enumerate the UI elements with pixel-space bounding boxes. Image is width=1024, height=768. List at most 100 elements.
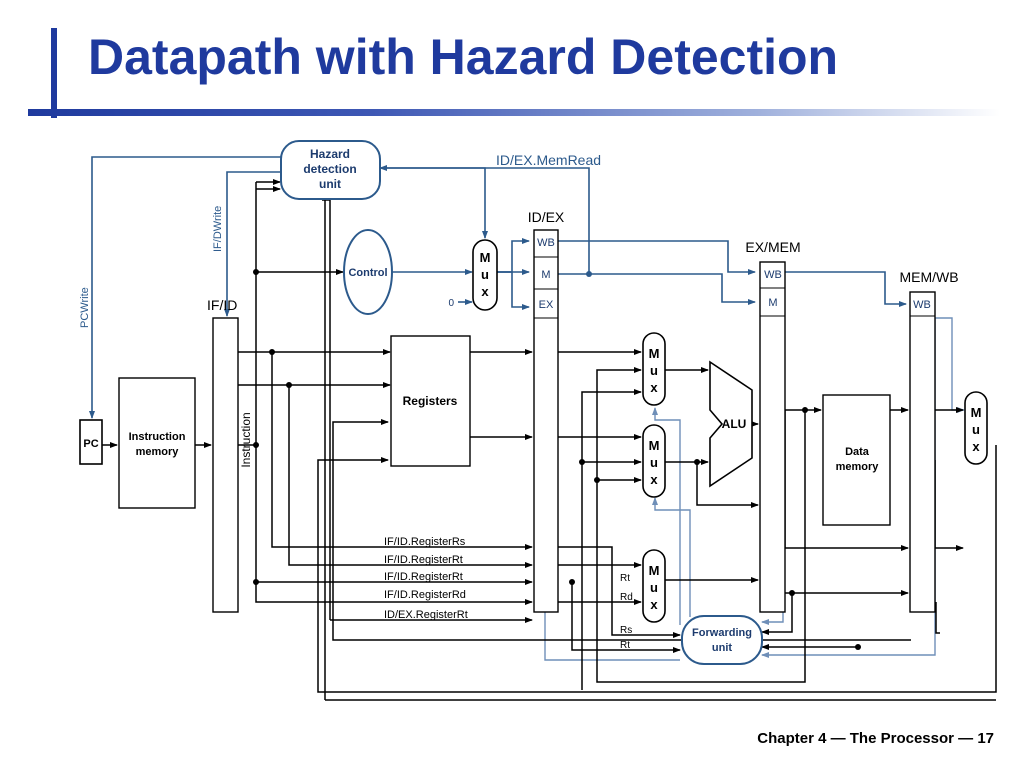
registers-label: Registers	[403, 394, 458, 408]
regdst-mux: M u x	[642, 549, 666, 623]
id-ex-wb: WB	[537, 237, 555, 249]
mux-to-wb-line	[497, 238, 530, 273]
field-label-rd: IF/ID.RegisterRd	[384, 589, 466, 601]
hazard-detection-unit: Hazard detection unit	[280, 140, 381, 200]
control-mux-m: M	[480, 250, 491, 265]
svg-text:x: x	[650, 380, 658, 395]
svg-text:x: x	[650, 597, 658, 612]
field-label-idex-rt: ID/EX.RegisterRt	[384, 609, 468, 621]
ex-mem-label: EX/MEM	[745, 239, 800, 255]
ex-mem-m: M	[768, 297, 777, 309]
fwd-from-exmem-a	[596, 367, 806, 683]
mem-wb-register: MEM/WB WB	[899, 269, 959, 613]
svg-text:x: x	[972, 439, 980, 454]
junction-dots	[253, 269, 861, 650]
svg-text:M: M	[649, 438, 660, 453]
control-unit: Control	[343, 229, 393, 315]
memread-label: ID/EX.MemRead	[496, 152, 601, 168]
fwd-label-1: Forwarding	[692, 627, 752, 639]
ifdwrite-label: IF/DWrite	[212, 206, 224, 252]
mux-input-rd: Rd	[620, 592, 633, 603]
mux-input-labels: Rt Rd Rs Rt	[620, 573, 633, 651]
pcwrite-label: PCWrite	[79, 287, 91, 328]
if-id-label: IF/ID	[207, 297, 237, 313]
field-label-rt: IF/ID.RegisterRt	[384, 554, 463, 566]
svg-text:u: u	[650, 580, 658, 595]
register-field-labels: IF/ID.RegisterRs IF/ID.RegisterRt IF/ID.…	[384, 536, 468, 621]
pc-label: PC	[83, 438, 98, 450]
title-underline	[28, 109, 1000, 116]
memwb-to-mux2	[934, 460, 964, 551]
feedback-lines	[544, 315, 965, 661]
fwd-input-rs: Rs	[620, 625, 632, 636]
writedata-line	[317, 445, 997, 693]
idex-wb-to-exmem	[558, 240, 756, 275]
data-lines	[102, 179, 997, 701]
hazard-unit-label-2: detection	[303, 162, 356, 176]
instruction-memory: Instruction memory	[118, 377, 196, 509]
memwb-to-mux-line	[935, 317, 965, 413]
id-ex-ex: EX	[539, 299, 554, 311]
alu-mux-b: M u x	[642, 424, 666, 498]
control-mux-x: x	[481, 284, 489, 299]
field-label-rt-2: IF/ID.RegisterRt	[384, 571, 463, 583]
slide-title: Datapath with Hazard Detection	[88, 29, 839, 85]
title-accent-bar	[51, 28, 57, 118]
control-mux: M u x	[472, 239, 498, 311]
pcwrite-line	[89, 156, 282, 419]
fwd-input-rt: Rt	[620, 640, 630, 651]
hazard-to-mux-line	[380, 167, 488, 239]
mem-wb-label: MEM/WB	[899, 269, 958, 285]
fwd-to-muxb-line	[652, 497, 691, 617]
writeback-mux: M u x	[964, 391, 988, 465]
alu-label: ALU	[722, 417, 747, 431]
zero-label: 0	[448, 298, 454, 309]
forwarding-unit: Forwarding unit	[681, 615, 763, 665]
memread-line	[379, 165, 590, 275]
ex-mem-wb: WB	[764, 269, 782, 281]
mux-input-rt: Rt	[620, 573, 630, 584]
field-label-rs: IF/ID.RegisterRs	[384, 536, 466, 548]
dmem-label-2: memory	[836, 461, 880, 473]
dmem-label-1: Data	[845, 446, 870, 458]
rs-to-fwd	[558, 546, 681, 638]
register-file: Registers	[390, 335, 471, 467]
mux-to-ex-line	[497, 271, 530, 310]
hazard-unit-label-3: unit	[319, 177, 341, 191]
rt-to-fwd	[571, 582, 681, 653]
control-lines	[89, 156, 907, 419]
instruction-label: Instruction	[239, 412, 253, 467]
exmem-rd-to-fwd	[761, 593, 793, 635]
svg-text:u: u	[650, 363, 658, 378]
control-label: Control	[348, 267, 387, 279]
ex-mem-register: EX/MEM WB M	[745, 239, 801, 613]
fwd-from-wb-a	[581, 389, 642, 690]
imem-label-2: memory	[136, 446, 180, 458]
svg-text:u: u	[972, 422, 980, 437]
id-ex-m: M	[541, 269, 550, 281]
id-ex-label: ID/EX	[528, 209, 565, 225]
data-memory: Data memory	[822, 394, 891, 526]
memread-junction	[586, 271, 592, 277]
svg-text:M: M	[649, 563, 660, 578]
svg-text:M: M	[971, 405, 982, 420]
alu-mux-a: M u x	[642, 332, 666, 406]
alu: ALU	[709, 360, 753, 488]
fwd-to-muxa-line	[652, 407, 681, 625]
hazard-unit-label-1: Hazard	[310, 147, 350, 161]
svg-text:M: M	[649, 346, 660, 361]
imem-label-1: Instruction	[129, 431, 186, 443]
svg-text:x: x	[650, 472, 658, 487]
ifdwrite-line	[224, 171, 282, 317]
pc-register: PC	[79, 419, 103, 465]
fwd-label-2: unit	[712, 642, 732, 654]
svg-text:u: u	[650, 455, 658, 470]
idex-m-to-exmem	[558, 273, 756, 305]
instr-bus	[238, 182, 257, 446]
exmem-wb-to-memwb	[785, 271, 907, 307]
writereg-line	[332, 422, 940, 641]
slide-footer: Chapter 4 — The Processor — 17	[757, 730, 994, 747]
id-ex-register: ID/EX WB M EX	[528, 209, 565, 613]
control-mux-u: u	[481, 267, 489, 282]
